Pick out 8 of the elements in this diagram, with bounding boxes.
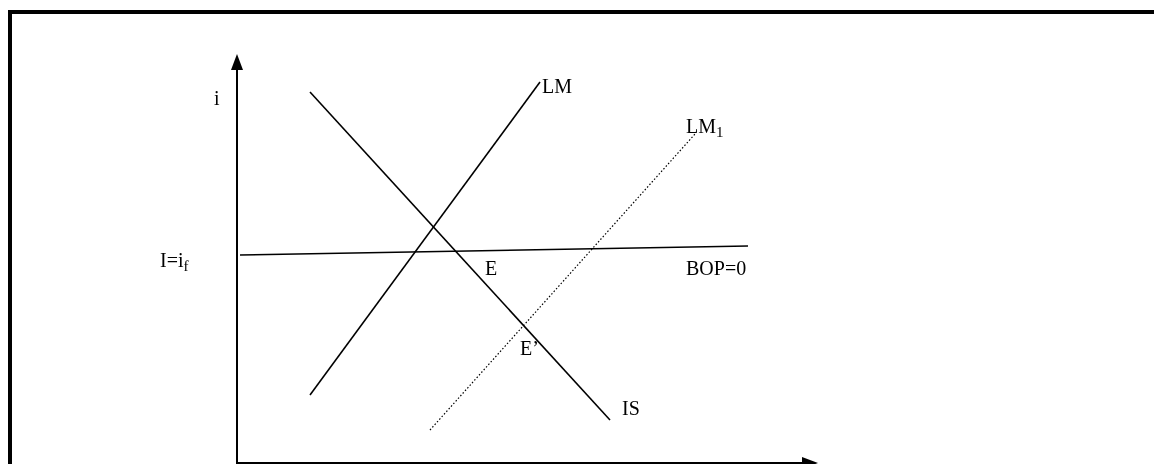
axis-label: i: [214, 86, 220, 110]
point-label: E’: [520, 336, 539, 360]
axis-label: I=i$_{f}$: [160, 248, 189, 272]
curve-label: BOP=0: [686, 256, 747, 280]
curve-label: IS: [622, 396, 640, 420]
point-label: E: [485, 256, 498, 280]
curve-label: LM$_{1}$: [686, 114, 724, 138]
curve-label: LM: [542, 74, 572, 98]
